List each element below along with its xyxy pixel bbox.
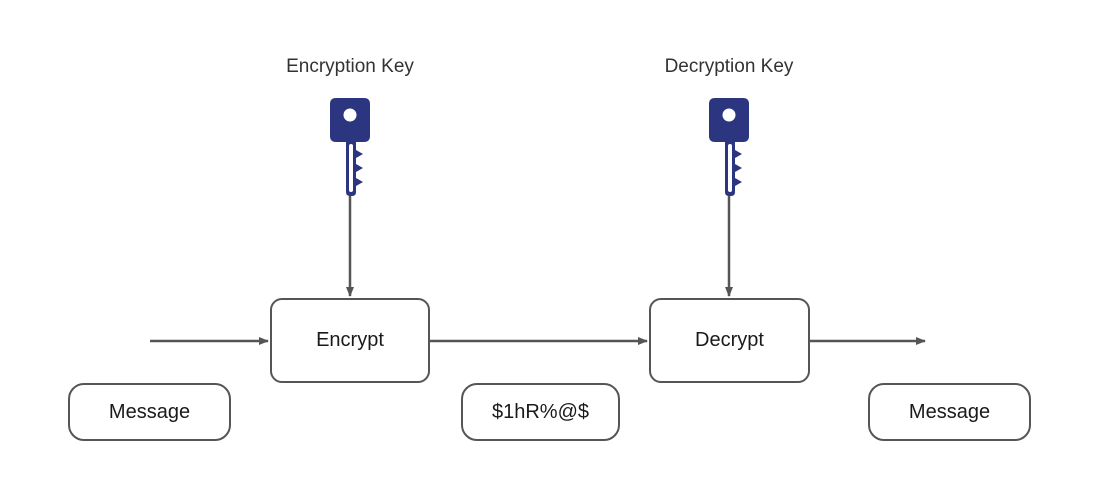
ciphertext-box[interactable]: $1hR%@$	[461, 383, 620, 441]
encryption-key-label: Encryption Key	[286, 56, 414, 77]
decryption-key-label: Decryption Key	[664, 56, 794, 77]
encryption-key-icon	[330, 98, 370, 196]
encrypt-box[interactable]: Encrypt	[270, 298, 430, 383]
decryption-key-icon	[709, 98, 749, 196]
plaintext-output-box[interactable]: Message	[868, 383, 1031, 441]
decrypt-box[interactable]: Decrypt	[649, 298, 810, 383]
plaintext-input-box[interactable]: Message	[68, 383, 231, 441]
